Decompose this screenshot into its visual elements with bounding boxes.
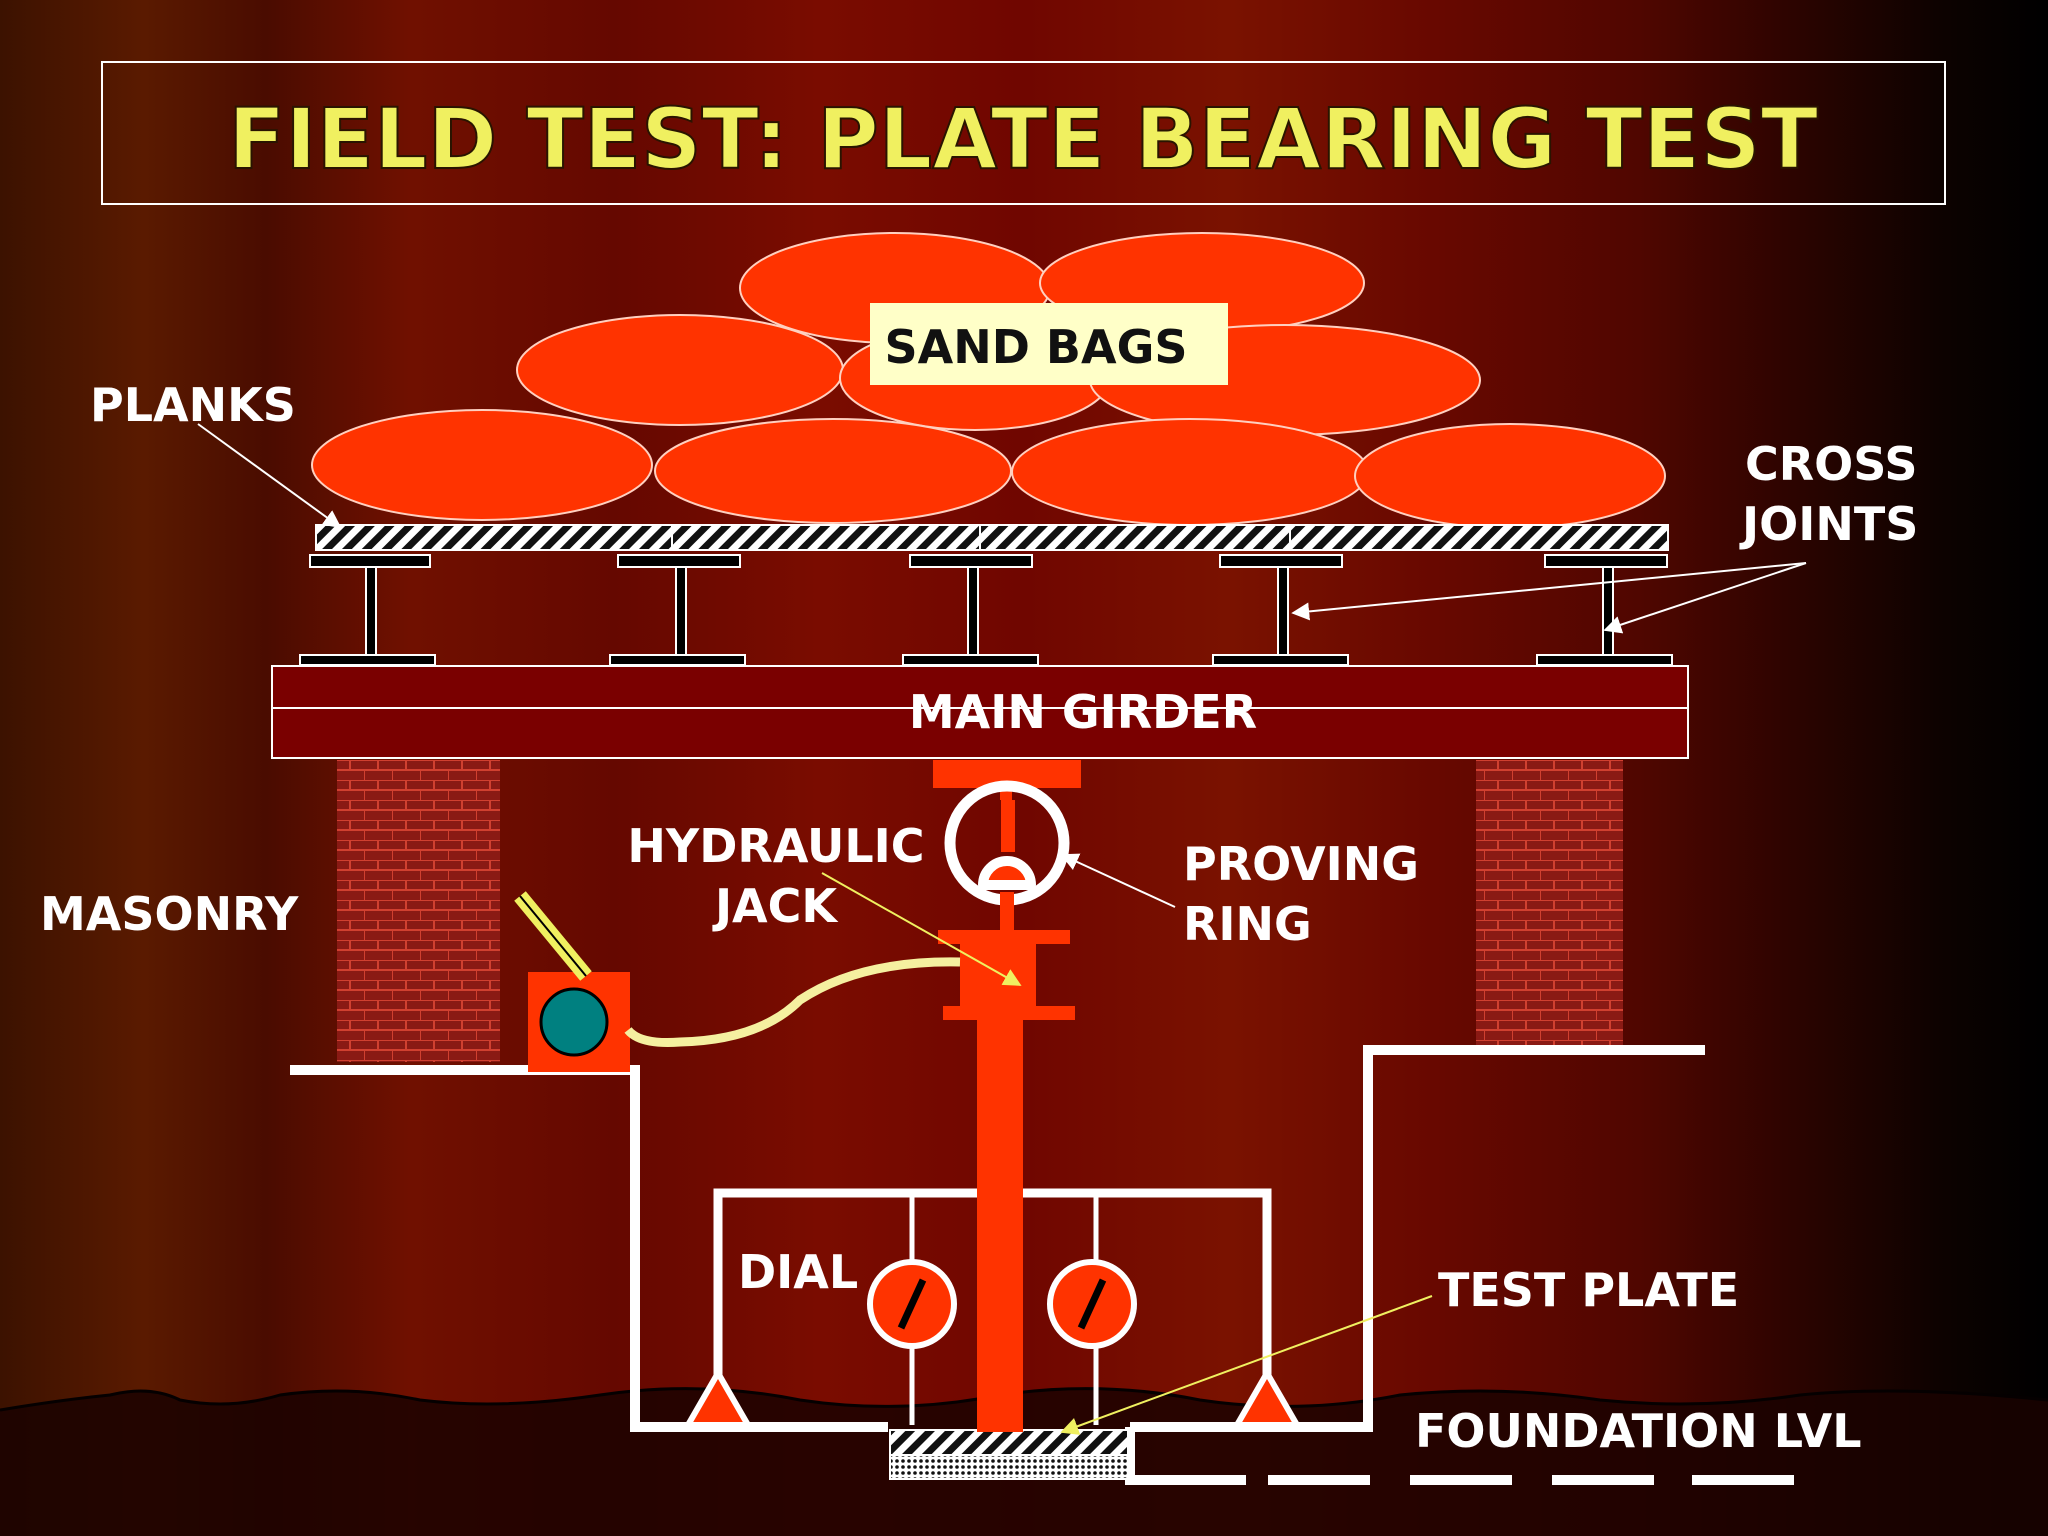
dial-label: DIAL [738, 1245, 858, 1299]
jack-bottom-flange [943, 1006, 1075, 1020]
hydraulic-jack [960, 944, 1036, 1006]
sand-bag [516, 314, 844, 426]
proving-ring-plunger [1001, 800, 1015, 852]
sand-bag [654, 418, 1012, 524]
sand-bags-label-box [870, 303, 1228, 385]
dial-stems [909, 1196, 1099, 1425]
dial-gauge-left [867, 1259, 957, 1349]
sand-bag [1011, 418, 1369, 526]
hydraulic-jack-label-line1: HYDRAULIC [627, 819, 924, 873]
cross-joints-label-line2: JOINTS [1739, 497, 1918, 551]
proving-ring-label-line1: PROVING [1183, 837, 1419, 891]
masonry-left [337, 760, 500, 1062]
test-plate-label: TEST PLATE [1438, 1263, 1739, 1317]
planks [315, 524, 1669, 551]
cross-joint [1536, 554, 1673, 666]
hydraulic-hose [624, 957, 961, 1047]
planks-pointer [197, 423, 342, 529]
dial-supports [682, 1366, 1303, 1428]
dial-frame [713, 1188, 1272, 1415]
masonry-right [1476, 760, 1623, 1045]
pump-gauge [539, 987, 609, 1057]
cross-joint [609, 554, 746, 666]
test-plate-base [889, 1454, 1129, 1480]
jack-column [977, 1012, 1023, 1432]
hydraulic-jack-pointer [821, 872, 1022, 986]
proving-ring-rod [1000, 892, 1014, 930]
proving-ring-label-line2: RING [1183, 897, 1312, 951]
slide-title: FIELD TEST: PLATE BEARING TEST [228, 90, 1818, 188]
foundation-level-label: FOUNDATION LVL [1415, 1404, 1862, 1458]
test-plate [889, 1429, 1129, 1456]
hydraulic-jack-label-line2: JACK [712, 879, 839, 933]
main-girder-label: MAIN GIRDER [909, 685, 1257, 739]
main-girder [271, 665, 1689, 759]
planks-label: PLANKS [90, 378, 296, 432]
cross-joints-label-line1: CROSS [1745, 437, 1917, 491]
cross-joints-pointer-2 [1603, 562, 1807, 634]
title-box [101, 61, 1946, 205]
proving-ring-anvil [978, 856, 1036, 890]
cross-joint [1212, 554, 1349, 666]
sand-bag [1354, 423, 1666, 529]
dial-gauge-right [1047, 1259, 1137, 1349]
sand-bags-label: SAND BAGS [885, 320, 1188, 374]
sand-bag [311, 409, 653, 521]
cross-joint [299, 554, 436, 666]
cross-joints-pointer-1 [1291, 562, 1807, 621]
cross-joint [902, 554, 1039, 666]
masonry-label: MASONRY [40, 887, 299, 941]
proving-ring-pointer [1060, 853, 1176, 908]
cross-joints [299, 554, 1673, 666]
test-plate-pointer [1060, 1295, 1433, 1435]
jack-top-flange [938, 930, 1070, 944]
